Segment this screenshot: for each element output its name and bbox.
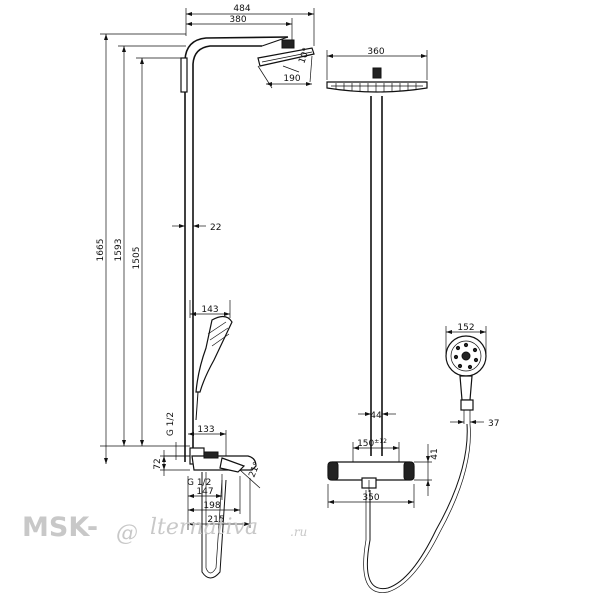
dim-41: 41 <box>430 448 440 459</box>
watermark-at-sign: @ <box>116 521 138 546</box>
dim-152: 152 <box>457 323 474 333</box>
hand-shower-detail <box>363 335 487 593</box>
watermark-brand: MSK- <box>22 512 98 543</box>
dim-72: 72 <box>153 458 163 469</box>
dim-190: 190 <box>283 74 300 84</box>
dim-133: 133 <box>197 425 214 435</box>
dim-37: 37 <box>488 419 499 429</box>
dim-147: 147 <box>196 487 213 497</box>
front-view <box>326 67 428 492</box>
dim-360: 360 <box>367 47 384 57</box>
dim-484: 484 <box>233 4 250 14</box>
side-riser-pipe <box>184 36 289 462</box>
dim-215: 215 <box>207 515 224 525</box>
side-view <box>180 36 315 579</box>
watermark: MSK- @ lternativa .ru <box>22 512 307 546</box>
dimension-lines <box>100 8 487 530</box>
front-overhead-nozzles <box>335 83 417 92</box>
side-hose <box>201 472 227 579</box>
dim-g-half-top: G 1/2 <box>166 412 176 436</box>
side-hand-shower <box>195 315 233 421</box>
dim-380: 380 <box>229 15 246 25</box>
dim-44: 44 <box>370 411 382 421</box>
watermark-script: lternativa <box>150 515 258 540</box>
dim-150-tolerance: ±12 <box>374 438 387 445</box>
dim-22: 22 <box>210 223 221 233</box>
dim-g-half-bottom: G 1/2 <box>187 478 211 488</box>
dim-1505: 1505 <box>132 247 142 270</box>
front-overhead-shower <box>326 67 428 93</box>
side-thermostat-block <box>189 447 257 473</box>
front-hose <box>366 423 468 590</box>
front-thermostat <box>327 461 415 492</box>
dim-1665: 1665 <box>96 239 106 262</box>
dim-angle-10: 10° <box>297 47 312 65</box>
dim-198: 198 <box>203 501 220 511</box>
dim-350: 350 <box>362 493 379 503</box>
dim-150-base: 150 <box>357 439 374 449</box>
dimension-labels: 484 380 360 190 10° 1665 1593 1505 22 14… <box>96 4 499 525</box>
dim-1593: 1593 <box>114 239 124 262</box>
dim-143: 143 <box>201 305 218 315</box>
dim-150: 150±12 <box>357 438 387 449</box>
watermark-tld: .ru <box>290 525 307 539</box>
hand-shower-nozzles <box>453 342 479 370</box>
